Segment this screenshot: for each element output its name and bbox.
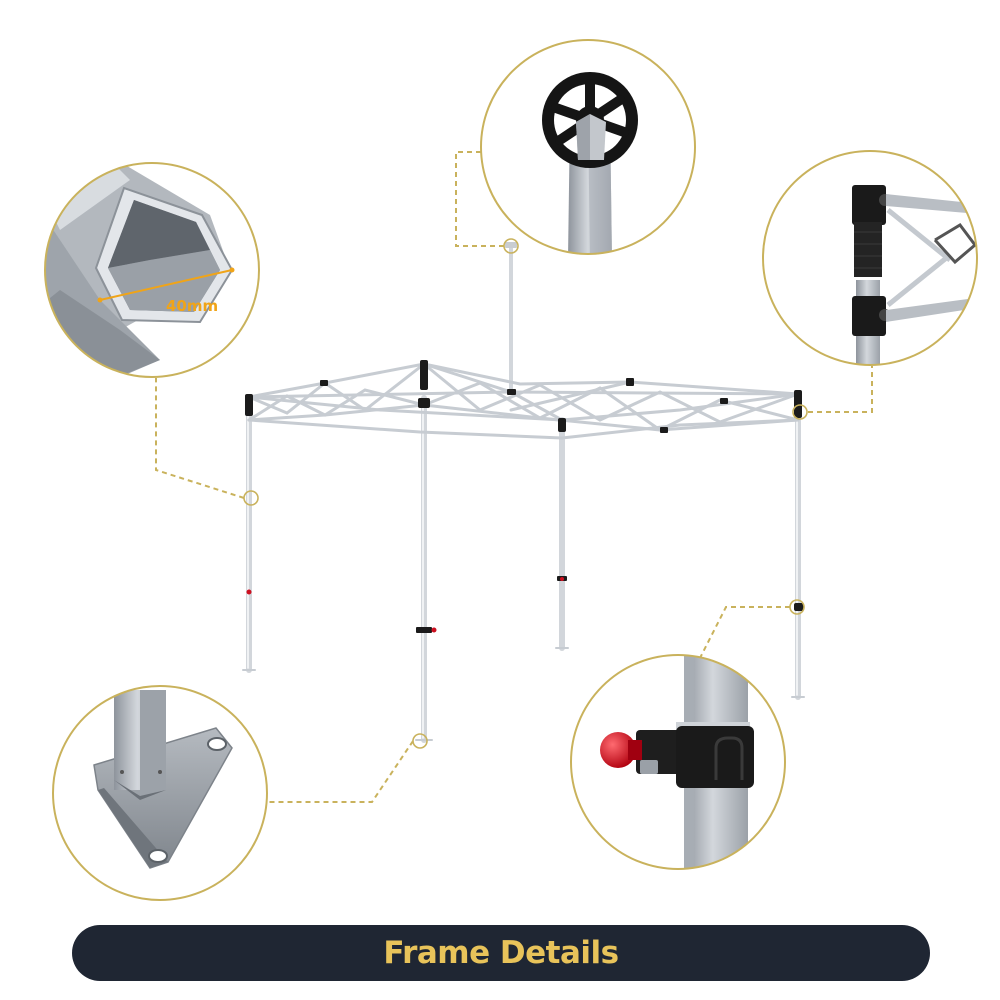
scissor-trusses <box>247 362 800 440</box>
tent-legs <box>246 392 801 743</box>
title-banner: Frame Details <box>72 925 930 981</box>
detail-corner-joint <box>762 150 978 366</box>
banner-title: Frame Details <box>383 935 619 971</box>
detail-foot-plate <box>52 685 268 901</box>
marker-corner-joint <box>792 404 808 420</box>
leader-lines <box>155 151 873 803</box>
frame-joints <box>245 360 804 633</box>
tube-size-label: 40mm <box>166 297 218 315</box>
detail-hex-tube: 40mm <box>44 162 260 378</box>
detail-leg-latch <box>570 654 786 870</box>
tent-frame <box>242 242 805 743</box>
detail-center-hub <box>480 39 696 255</box>
